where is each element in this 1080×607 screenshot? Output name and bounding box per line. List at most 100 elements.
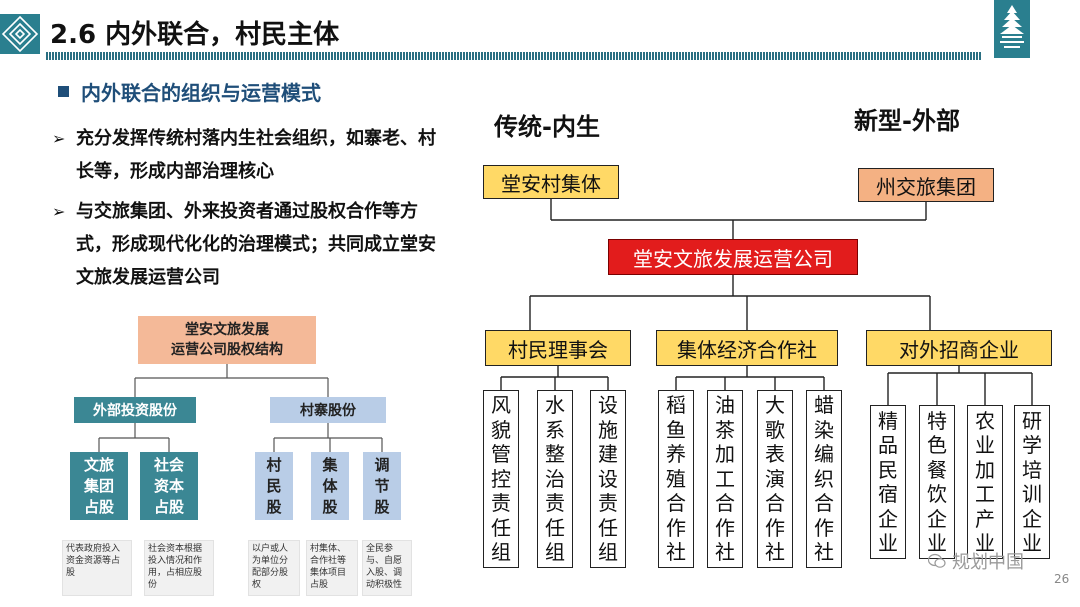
leaf-text: 股: [322, 497, 338, 516]
heading-traditional: 传统-内生: [494, 112, 600, 141]
column-char: 企: [927, 506, 947, 531]
column-char: 责: [491, 491, 511, 516]
column-char: 歌: [765, 417, 785, 442]
column-char: 品: [878, 433, 898, 457]
org-column: 研学培训企业: [1014, 405, 1050, 559]
column-char: 演: [765, 466, 785, 491]
share-note: 全民参与、自愿入股、调动积极性: [362, 540, 412, 596]
column-char: 设: [598, 466, 618, 491]
column-char: 设: [598, 393, 618, 418]
column-char: 社: [814, 540, 834, 565]
column-char: 色: [927, 433, 947, 457]
column-char: 业: [975, 531, 995, 555]
arrow-bullet-icon: ➢: [52, 202, 66, 221]
column-char: 茶: [715, 417, 735, 442]
column-char: 学: [1022, 433, 1042, 457]
danan-village-collective-box: 堂安村集体: [483, 165, 619, 199]
column-char: 组: [545, 540, 565, 565]
section-subtitle: 内外联合的组织与运营模式: [58, 78, 321, 105]
page-number: 26: [1054, 572, 1070, 586]
leaf-text: 股: [266, 497, 282, 516]
column-char: 合: [814, 491, 834, 516]
column-char: 工: [975, 482, 995, 506]
column-char: 大: [765, 393, 785, 418]
column-char: 组: [491, 540, 511, 565]
column-char: 农: [975, 408, 995, 433]
bullet-text: 与交旅集团、外来投资者通过股权合作等方式，形成现代化化的治理模式；共同成立堂安文…: [76, 201, 436, 288]
drum-tower-logo-icon: [994, 0, 1030, 58]
column-char: 企: [1022, 506, 1042, 531]
arrow-bullet-icon: ➢: [52, 129, 66, 148]
watermark: 规划中国: [928, 548, 1024, 574]
share-note: 代表政府投入资金资源等占股: [62, 540, 132, 596]
column-char: 责: [598, 491, 618, 516]
column-char: 特: [927, 408, 947, 433]
column-char: 业: [975, 433, 995, 457]
column-char: 加: [715, 442, 735, 467]
org-column: 精品民宿企业: [870, 405, 906, 559]
column-char: 社: [715, 540, 735, 565]
org-column: 水系整治责任组: [537, 390, 573, 568]
wechat-icon: [928, 553, 946, 568]
column-char: 貌: [491, 417, 511, 442]
column-char: 鱼: [666, 417, 686, 442]
column-char: 任: [491, 515, 511, 540]
column-char: 作: [765, 515, 785, 540]
column-char: 系: [545, 417, 565, 442]
column-char: 控: [491, 466, 511, 491]
external-investment-shares: 外部投资股份: [74, 397, 196, 423]
org-column: 稻鱼养殖合作社: [658, 390, 694, 568]
heading-new: 新型-外部: [854, 106, 960, 135]
share-leaf: 社会 资本 占股: [140, 452, 198, 520]
column-char: 产: [975, 506, 995, 531]
column-char: 建: [598, 442, 618, 467]
org-column: 农业加工产业: [967, 405, 1003, 559]
ethnic-pattern-logo-icon: [0, 14, 40, 54]
column-char: 稻: [666, 393, 686, 418]
column-char: 社: [666, 540, 686, 565]
leaf-text: 社会: [153, 455, 184, 474]
column-char: 殖: [666, 466, 686, 491]
org-column: 油茶加工合作社: [707, 390, 743, 568]
watermark-text: 规划中国: [952, 552, 1024, 573]
column-char: 业: [927, 531, 947, 555]
operating-company-box: 堂安文旅发展运营公司: [608, 239, 858, 275]
root-line-2: 运营公司股权结构: [171, 342, 283, 358]
villager-council-box: 村民理事会: [485, 330, 631, 366]
leaf-text: 文旅: [83, 455, 114, 474]
column-char: 蜡: [814, 393, 834, 418]
equity-structure-root: 堂安文旅发展 运营公司股权结构: [138, 316, 316, 364]
org-column: 蜡染编织合作社: [806, 390, 842, 568]
village-shares: 村寨股份: [270, 397, 386, 423]
column-char: 业: [878, 531, 898, 555]
bullet-item: ➢ 充分发挥传统村落内生社会组织，如寨老、村长等，形成内部治理核心: [52, 122, 442, 188]
subtitle-text: 内外联合的组织与运营模式: [81, 80, 321, 105]
column-char: 合: [666, 491, 686, 516]
column-char: 精: [878, 408, 898, 433]
column-char: 合: [765, 491, 785, 516]
leaf-text: 节: [374, 476, 390, 495]
leaf-text: 村: [266, 455, 282, 474]
leaf-text: 占股: [153, 497, 184, 516]
column-char: 施: [598, 417, 618, 442]
column-char: 社: [765, 540, 785, 565]
column-char: 宿: [878, 482, 898, 506]
column-char: 工: [715, 466, 735, 491]
bullet-square-icon: [58, 85, 69, 97]
org-column: 设施建设责任组: [590, 390, 626, 568]
leaf-text: 民: [266, 476, 282, 495]
column-char: 任: [598, 515, 618, 540]
share-note: 村集体、合作社等集体项目占股: [306, 540, 358, 596]
column-char: 染: [814, 417, 834, 442]
zhou-tourism-group-box: 州交旅集团: [858, 168, 994, 202]
column-char: 企: [878, 506, 898, 531]
column-char: 训: [1022, 482, 1042, 506]
column-char: 养: [666, 442, 686, 467]
leaf-text: 集团: [83, 476, 114, 495]
org-column: 特色餐饮企业: [919, 405, 955, 559]
share-leaf: 村 民 股: [255, 452, 293, 520]
column-char: 整: [545, 442, 565, 467]
column-char: 风: [491, 393, 511, 418]
column-char: 油: [715, 393, 735, 418]
column-char: 表: [765, 442, 785, 467]
